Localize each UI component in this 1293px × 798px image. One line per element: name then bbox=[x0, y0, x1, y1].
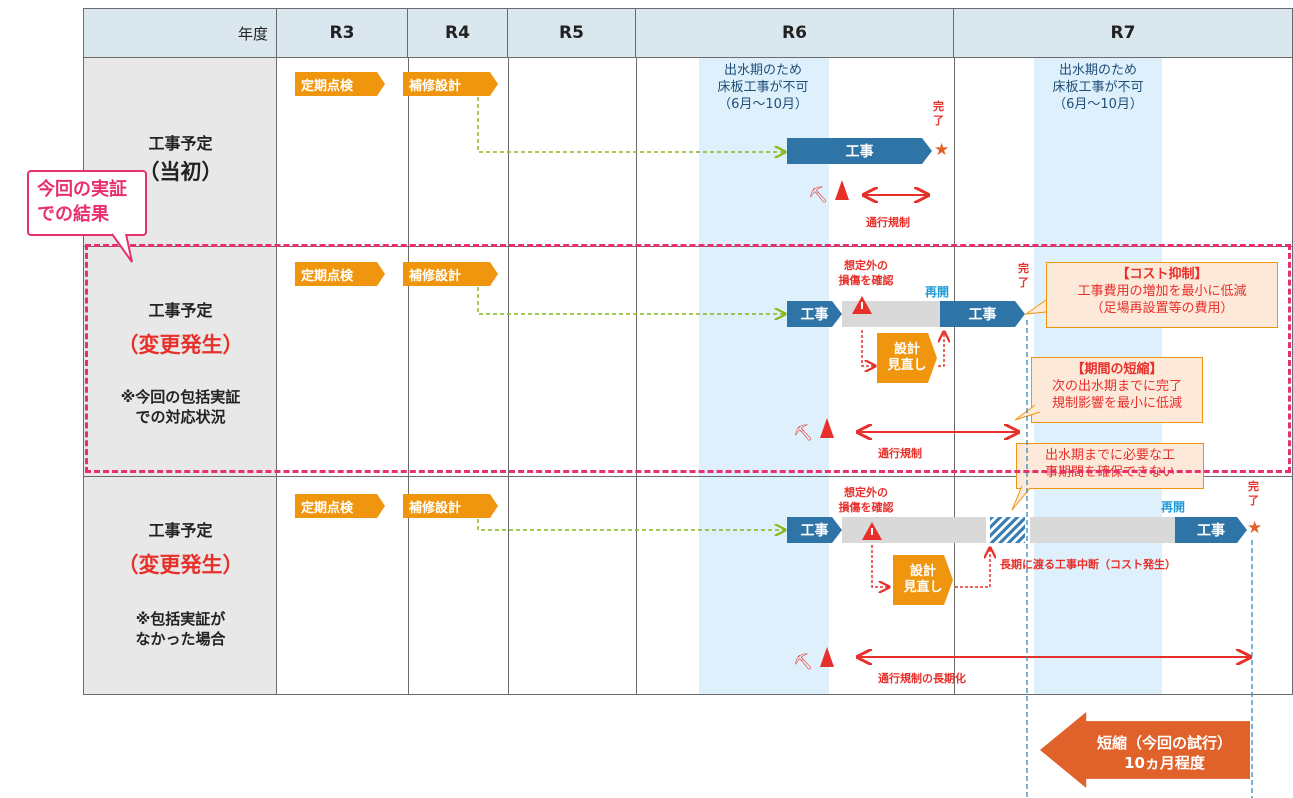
header-year-r3: R3 bbox=[277, 9, 408, 57]
header-year-r7: R7 bbox=[954, 9, 1292, 57]
redesign-return-row2 bbox=[938, 332, 944, 367]
grid-line bbox=[508, 57, 509, 694]
traffic-cone-icon bbox=[820, 418, 834, 438]
row1-title: 工事予定 bbox=[148, 134, 213, 153]
restart-label: 再開 bbox=[1161, 500, 1186, 514]
flow-connector-row1 bbox=[477, 97, 785, 152]
wet-season-note-r7: 出水期のため 床板工事が不可 （6月～10月） bbox=[1052, 63, 1144, 112]
inspection-tag: 定期点検 bbox=[295, 72, 385, 96]
year-r3-text: R3 bbox=[329, 23, 355, 43]
cost-callout: 【コスト抑制】 工事費用の増加を最小に低減 （足場再設置等の費用） bbox=[1046, 262, 1278, 328]
suspension-bar-long bbox=[1030, 517, 1175, 543]
repair-design-tag: 補修設計 bbox=[403, 262, 498, 286]
row3-title: 工事予定 bbox=[148, 521, 213, 540]
wet-season-note-r6: 出水期のため 床板工事が不可 （6月～10月） bbox=[717, 63, 809, 112]
excavator-icon: ⛏ bbox=[808, 185, 829, 204]
flow-connector-row2 bbox=[477, 287, 785, 314]
traffic-cone-icon bbox=[820, 647, 834, 667]
cost-callout-title: 【コスト抑制】 bbox=[1116, 267, 1208, 282]
year-r6-text: R6 bbox=[782, 23, 807, 43]
inspection-tag: 定期点検 bbox=[295, 494, 385, 518]
cannot-secure-callout: 出水期までに必要な工 事期間を確保できない bbox=[1016, 443, 1204, 489]
grid-line bbox=[277, 476, 1292, 477]
work-bar-restart: 工事 bbox=[1175, 517, 1247, 543]
label-row-2: 工事予定 （変更発生） ※今回の包括実証 での対応状況 bbox=[84, 246, 277, 476]
shorten-arrow bbox=[1040, 712, 1250, 788]
redesign-loop-row2 bbox=[861, 330, 875, 366]
grid-line bbox=[408, 57, 409, 694]
excavator-icon: ⛏ bbox=[793, 652, 814, 671]
traffic-long-label: 通行規制の長期化 bbox=[878, 672, 966, 685]
unexpected-damage-label: 想定外の 損傷を確認 bbox=[838, 259, 894, 287]
period-callout-body: 次の出水期までに完了 規制影響を最小に低減 bbox=[1051, 379, 1182, 411]
cannot-secure-pointer bbox=[1011, 485, 1031, 511]
excavator-icon: ⛏ bbox=[793, 423, 814, 442]
work-bar-restart: 工事 bbox=[940, 301, 1025, 327]
year-r4-text: R4 bbox=[445, 23, 470, 43]
complete-star-icon: ★ bbox=[1247, 518, 1263, 538]
inspection-tag: 定期点検 bbox=[295, 262, 385, 286]
repair-design-tag: 補修設計 bbox=[403, 494, 498, 518]
work-bar: 工事 bbox=[787, 138, 932, 164]
header-year-r5: R5 bbox=[508, 9, 636, 57]
row3-subtitle: （変更発生） bbox=[117, 553, 244, 577]
result-bubble-text: 今回の実証 での結果 bbox=[37, 179, 127, 225]
complete-label: 完 了 bbox=[1018, 262, 1029, 289]
result-bubble-tail bbox=[111, 233, 133, 263]
long-suspension-label: 長期に渡る工事中断（コスト発生） bbox=[1000, 558, 1176, 571]
restart-label: 再開 bbox=[925, 285, 950, 299]
redesign-box: 設計 見直し bbox=[893, 555, 953, 605]
flow-connector-row3 bbox=[477, 519, 785, 530]
highlight-frame bbox=[85, 244, 1291, 473]
cost-callout-body: 工事費用の増加を最小に低減 （足場再設置等の費用） bbox=[1077, 284, 1247, 316]
work-bar: 工事 bbox=[787, 301, 842, 327]
warning-icon-row2 bbox=[852, 296, 872, 314]
header-year-label: 年度 bbox=[84, 9, 277, 57]
header-year-r6: R6 bbox=[636, 9, 954, 57]
complete-label: 完 了 bbox=[1248, 480, 1259, 507]
repair-design-tag: 補修設計 bbox=[403, 72, 498, 96]
row2-subtitle: （変更発生） bbox=[117, 333, 244, 357]
grid-line bbox=[277, 57, 1292, 58]
suspension-hatch bbox=[990, 517, 1025, 543]
traffic-cone-icon bbox=[835, 180, 849, 200]
year-r5-text: R5 bbox=[559, 23, 584, 43]
year-label-text: 年度 bbox=[237, 24, 268, 43]
result-bubble: 今回の実証 での結果 bbox=[27, 170, 147, 236]
traffic-label: 通行規制 bbox=[878, 447, 922, 460]
unexpected-damage-label: 想定外の 損傷を確認 bbox=[838, 486, 894, 514]
redesign-loop-row3 bbox=[871, 545, 889, 587]
cost-callout-pointer bbox=[1024, 299, 1047, 315]
grid-line bbox=[636, 57, 637, 694]
row2-title: 工事予定 bbox=[148, 301, 213, 320]
grid-line bbox=[954, 57, 955, 694]
traffic-label: 通行規制 bbox=[866, 216, 910, 229]
label-row-3: 工事予定 （変更発生） ※包括実証が なかった場合 bbox=[84, 476, 277, 694]
redesign-box: 設計 見直し bbox=[877, 333, 937, 383]
row3-note: ※包括実証が なかった場合 bbox=[135, 610, 226, 648]
period-callout: 【期間の短縮】 次の出水期までに完了 規制影響を最小に低減 bbox=[1031, 357, 1203, 423]
complete-label: 完 了 bbox=[933, 100, 944, 127]
redesign-return-row3 bbox=[955, 548, 990, 588]
warning-icon-row3 bbox=[862, 522, 882, 540]
row1-subtitle: （当初） bbox=[138, 160, 223, 184]
complete-star-icon: ★ bbox=[934, 140, 950, 160]
year-r7-text: R7 bbox=[1110, 23, 1136, 43]
work-bar: 工事 bbox=[787, 517, 842, 543]
header-year-r4: R4 bbox=[408, 9, 508, 57]
shorten-label: 短縮（今回の試行） 10ヵ月程度 bbox=[1096, 734, 1232, 772]
period-callout-title: 【期間の短縮】 bbox=[1071, 362, 1163, 377]
row2-note: ※今回の包括実証 での対応状況 bbox=[120, 388, 241, 426]
